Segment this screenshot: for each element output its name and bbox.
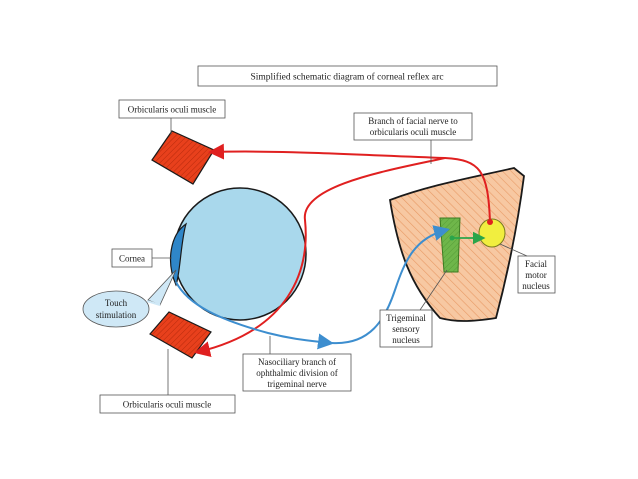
- svg-text:ophthalmic division of: ophthalmic division of: [256, 368, 338, 378]
- facial-nerve-top-branch: [208, 143, 491, 223]
- svg-text:Branch of facial nerve to: Branch of facial nerve to: [368, 116, 458, 126]
- facial-nerve-origin-dot: [487, 219, 493, 225]
- svg-text:trigeminal nerve: trigeminal nerve: [267, 379, 326, 389]
- svg-text:Cornea: Cornea: [119, 254, 145, 264]
- touch-stimulation-bubble: Touch stimulation: [82, 269, 177, 328]
- cornea: [169, 222, 188, 287]
- facial-branch-label: Branch of facial nerve to orbicularis oc…: [353, 112, 473, 164]
- facial-motor-label: Facial motor nucleus: [499, 243, 556, 294]
- svg-text:stimulation: stimulation: [96, 310, 137, 320]
- orbicularis-muscle-top: [151, 130, 215, 185]
- trigeminal-nerve-path: [331, 225, 450, 345]
- svg-text:Facial: Facial: [525, 259, 547, 269]
- svg-text:motor: motor: [525, 270, 547, 280]
- svg-text:Orbicularis oculi muscle: Orbicularis oculi muscle: [123, 400, 211, 410]
- orbicularis-bottom-label: Orbicularis oculi muscle: [99, 349, 236, 414]
- title-box: Simplified schematic diagram of corneal …: [197, 65, 498, 87]
- cornea-label: Cornea: [111, 248, 172, 268]
- nasociliary-label: Nasociliary branch of ophthalmic divisio…: [242, 336, 352, 392]
- svg-text:nucleus: nucleus: [392, 335, 420, 345]
- svg-text:Nasociliary branch of: Nasociliary branch of: [258, 357, 336, 367]
- svg-text:sensory: sensory: [392, 324, 420, 334]
- diagram-title: Simplified schematic diagram of corneal …: [250, 72, 443, 83]
- svg-text:orbicularis oculi muscle: orbicularis oculi muscle: [370, 127, 456, 137]
- nasociliary-nerve-path: [175, 281, 334, 350]
- svg-text:Touch: Touch: [105, 298, 128, 308]
- trigeminal-nucleus-label: Trigeminal sensory nucleus: [379, 269, 448, 348]
- facial-nerve-bottom-branch: [194, 157, 446, 357]
- orbicularis-top-label: Orbicularis oculi muscle: [118, 99, 226, 134]
- interneuron-origin-dot: [449, 235, 455, 241]
- svg-text:Trigeminal: Trigeminal: [386, 313, 426, 323]
- trigeminal-sensory-nucleus: [439, 217, 461, 273]
- svg-text:Orbicularis oculi muscle: Orbicularis oculi muscle: [128, 105, 216, 115]
- svg-text:nucleus: nucleus: [522, 281, 550, 291]
